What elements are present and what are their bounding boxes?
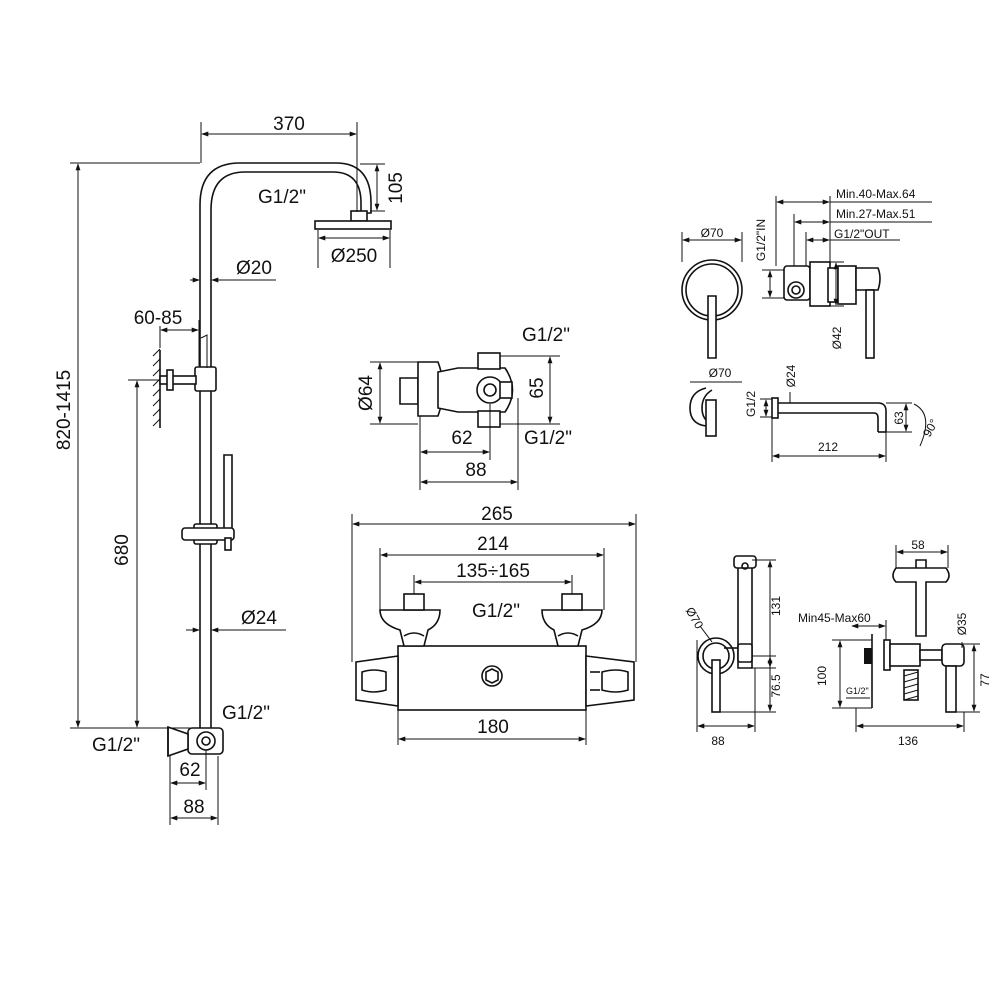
dim-total-height: 820-1415 — [54, 370, 75, 450]
riser-pipe-inner — [210, 171, 362, 728]
mixer-handle-left — [355, 655, 399, 707]
wall-hatching-top — [152, 348, 161, 427]
spout-front-plate — [689, 387, 707, 427]
dim-bidet-depth: Min45-Max60 — [798, 611, 871, 625]
dim-spout-diameter: Ø24 — [784, 364, 798, 387]
wall-bracket-plate — [166, 369, 174, 391]
label-top-inlet: G1/2" — [258, 187, 306, 208]
dim-diverter-height: 65 — [527, 377, 548, 398]
label-bottom-inlet-right: G1/2" — [222, 703, 270, 724]
label-concealed-outlet: G1/2"OUT — [834, 227, 890, 241]
dim-valve-width-small: 62 — [179, 760, 200, 781]
bidet-side-body — [889, 643, 921, 667]
dim-spout-plate-diameter: Ø70 — [709, 366, 732, 380]
diverter-top-outlet — [477, 352, 501, 370]
riser-pipe-outline — [199, 162, 372, 728]
dim-mixer-overall-width: 265 — [481, 504, 513, 525]
dim-diverter-width-small: 62 — [451, 428, 472, 449]
hand-shower-holder — [181, 527, 235, 541]
dim-mixer-body-width: 180 — [477, 717, 509, 738]
label-concealed-inlet: G1/2"IN — [754, 219, 768, 261]
dim-concealed-depth-min: Min.27-Max.51 — [836, 207, 916, 221]
dim-mixer-center-distance: 135÷165 — [456, 561, 530, 582]
dim-column-width: 370 — [273, 114, 305, 135]
dim-concealed-depth-max: Min.40-Max.64 — [836, 187, 916, 201]
diverter-bottom-outlet — [477, 410, 501, 428]
dim-diverter-diameter: Ø64 — [356, 375, 377, 411]
dim-mixer-connection-width: 214 — [477, 534, 509, 555]
dim-bidet-height: 76.5 — [769, 674, 783, 698]
hand-shower-hose-stub — [224, 537, 232, 551]
mixer-center-knob — [481, 665, 503, 687]
dim-wall-bracket: 60-85 — [134, 308, 183, 329]
shower-head-connector — [350, 210, 368, 222]
dim-bidet-plate-diameter: Ø70 — [683, 605, 707, 632]
mixer-eccentric-right — [541, 609, 603, 647]
dim-spout-angle: 90° — [920, 416, 941, 439]
bidet-side-spray — [892, 567, 950, 637]
spout-pipe — [778, 402, 887, 432]
dim-lower-height: 680 — [112, 534, 133, 566]
sliding-bar-coupling-top — [194, 366, 217, 392]
hand-shower — [223, 454, 233, 536]
bidet-mixer-front-drawing: Ø70 131 76.5 88 — [683, 555, 783, 748]
label-bottom-inlet-left: G1/2" — [92, 735, 140, 756]
concealed-mixer-drawing: Ø70 Min.40-Max.64 Min.27-Max.51 G1/2"OUT… — [681, 187, 932, 359]
mixer-eccentric-left — [379, 609, 441, 647]
dim-concealed-body-diameter: Ø42 — [830, 326, 844, 349]
diverter-top-view-drawing: G1/2" Ø64 65 62 88 G1/2" — [356, 325, 572, 490]
dim-concealed-plate-diameter: Ø70 — [701, 226, 724, 240]
dim-bidet-side-width: 136 — [898, 734, 918, 748]
wall-bracket-arm — [159, 375, 197, 385]
label-diverter-bottom-outlet: G1/2" — [524, 428, 572, 449]
dim-diverter-width-large: 88 — [465, 460, 486, 481]
dim-head-diameter: Ø250 — [331, 246, 377, 267]
dim-bidet-side-height: 100 — [815, 666, 829, 686]
mixer-handle-right — [585, 655, 635, 707]
dim-valve-width-large: 88 — [183, 797, 204, 818]
label-diverter-top-outlet: G1/2" — [522, 325, 570, 346]
dim-bidet-spray-width: 58 — [911, 538, 925, 552]
concealed-mixer-box — [783, 265, 811, 301]
dim-pipe-diameter: Ø20 — [236, 258, 272, 279]
label-bidet-thread: G1/2" — [846, 686, 869, 696]
spout-angle-arc — [913, 403, 927, 447]
shower-hose — [200, 334, 208, 368]
bidet-mixer-side-drawing: 58 Min45-Max60 Ø35 100 G1/2" 77 136 — [798, 538, 992, 748]
label-mixer-thread: G1/2" — [472, 601, 520, 622]
dim-bidet-offset: 77 — [978, 673, 992, 687]
wall-spout-drawing: Ø70 G1/2 Ø24 63 90° 212 — [689, 364, 941, 462]
dim-spout-height: 63 — [892, 411, 906, 425]
bottom-diverter-valve — [167, 725, 224, 758]
dim-arm-drop: 105 — [386, 172, 407, 204]
dim-bidet-diameter: Ø35 — [955, 612, 969, 635]
concealed-mixer-lever — [707, 295, 717, 359]
dim-bidet-width: 88 — [711, 734, 725, 748]
dim-bar-diameter: Ø24 — [241, 608, 277, 629]
shower-column-drawing: 370 105 G1/2" Ø250 Ø20 60-85 820-1415 68… — [54, 114, 407, 825]
mixer-body — [397, 645, 587, 711]
dim-spout-length: 212 — [818, 440, 838, 454]
label-spout-thread: G1/2 — [744, 391, 758, 417]
shower-head — [314, 220, 392, 230]
thermostatic-mixer-drawing: 265 214 135÷165 G1/2" 180 — [351, 504, 637, 745]
dim-bidet-hose-length: 131 — [769, 596, 783, 616]
